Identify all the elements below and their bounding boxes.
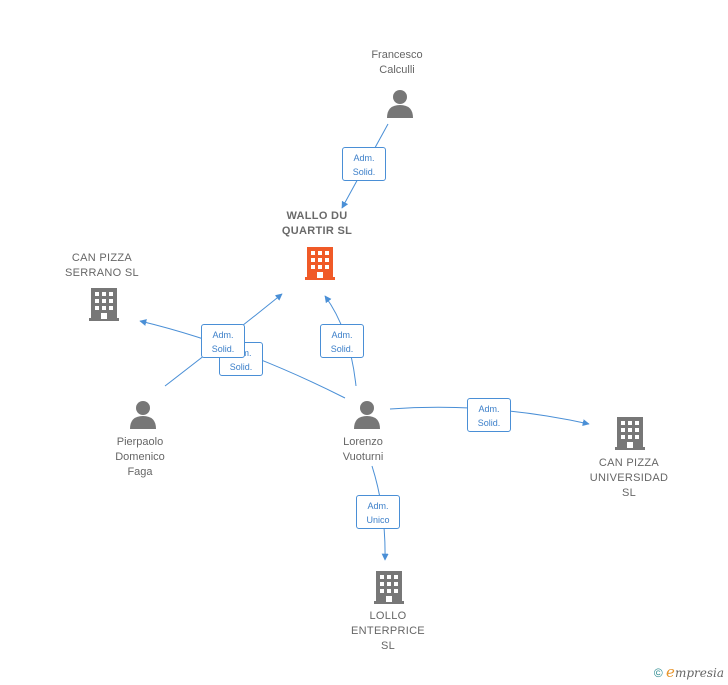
person-icon[interactable] bbox=[386, 89, 414, 119]
building-icon[interactable] bbox=[305, 246, 335, 280]
brand-footer: © empresia bbox=[654, 663, 724, 681]
node-label-serrano[interactable]: CAN PIZZA SERRANO SL bbox=[65, 252, 139, 279]
node-label-lorenzo[interactable]: Lorenzo Vuoturni bbox=[342, 436, 384, 463]
person-icon[interactable] bbox=[353, 400, 381, 430]
edge-label-pierpaolo-main: Adm. Solid. bbox=[201, 324, 245, 358]
edge-label-lorenzo-universidad: Adm. Solid. bbox=[467, 398, 511, 432]
brand-logo-text: mpresia bbox=[674, 666, 724, 680]
node-label-francesco[interactable]: Francesco Calculli bbox=[371, 49, 423, 76]
node-label-universidad[interactable]: CAN PIZZA UNIVERSIDAD SL bbox=[589, 457, 669, 499]
building-icon[interactable] bbox=[89, 287, 119, 321]
edge-label-francesco-main: Adm. Solid. bbox=[342, 147, 386, 181]
building-icon[interactable] bbox=[374, 570, 404, 604]
edge-label-lorenzo-main: Adm. Solid. bbox=[320, 324, 364, 358]
copyright-symbol: © bbox=[653, 666, 663, 680]
edge-label-lorenzo-lollo: Adm. Unico bbox=[356, 495, 400, 529]
node-label-pierpaolo[interactable]: Pierpaolo Domenico Faga bbox=[115, 436, 165, 478]
brand-logo-e: e bbox=[666, 663, 675, 681]
node-label-lollo[interactable]: LOLLO ENTERPRICE SL bbox=[351, 610, 425, 652]
node-label-main-company[interactable]: WALLO DU QUARTIR SL bbox=[281, 210, 353, 237]
building-icon[interactable] bbox=[615, 416, 645, 450]
person-icon[interactable] bbox=[129, 400, 157, 430]
